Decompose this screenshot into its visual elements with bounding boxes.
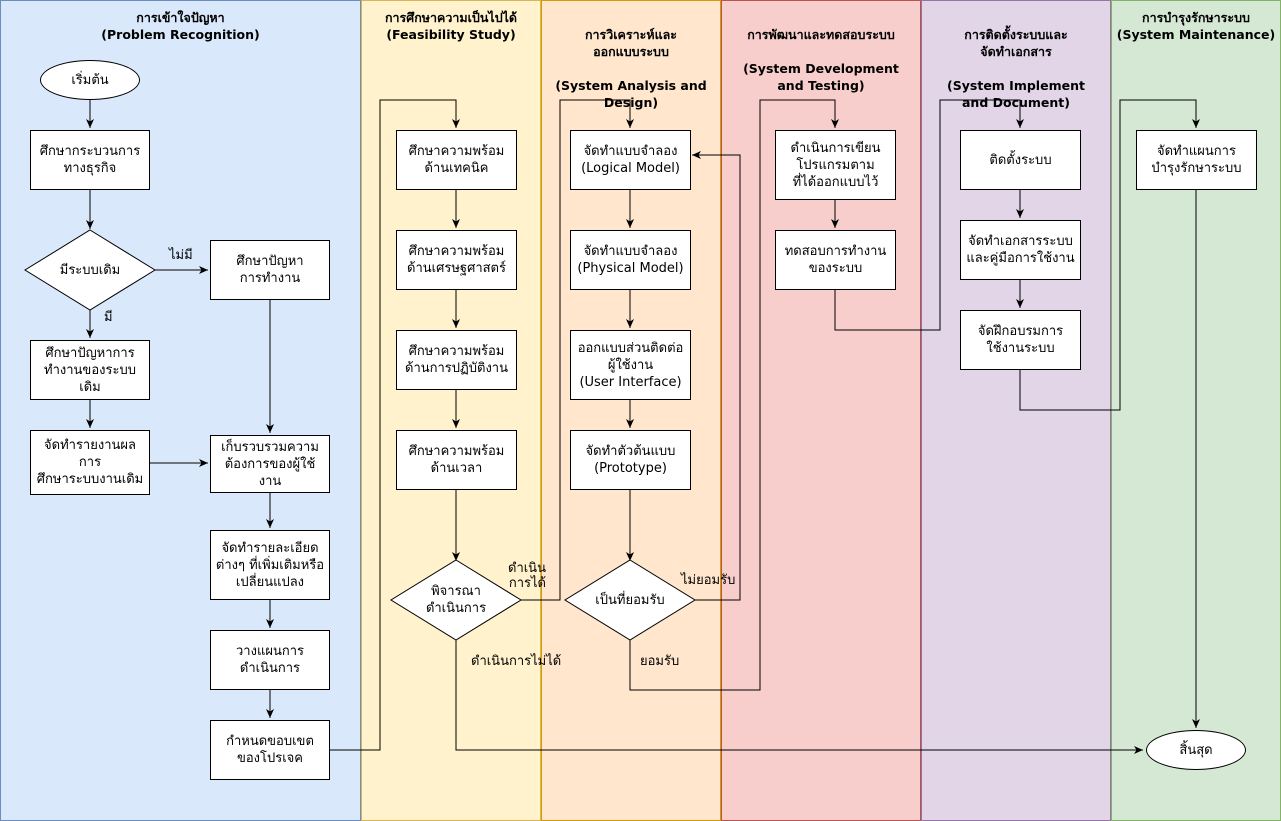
end-terminal: สิ้นสุด bbox=[1146, 730, 1246, 770]
process-report-old: จัดทำรายงานผลการ ศึกษาระบบงานเดิม bbox=[30, 430, 150, 495]
edge-scope-to-tech bbox=[330, 99, 460, 751]
edge-not-feasible bbox=[455, 640, 1143, 754]
lane-title-en: (System Analysis and Design) bbox=[555, 78, 707, 110]
end-label: สิ้นสุด bbox=[1179, 742, 1213, 758]
edge-not-accepted bbox=[692, 151, 741, 601]
edge-feasible bbox=[521, 99, 634, 601]
process-test-system: ทดสอบการทำงาน ของระบบ bbox=[775, 230, 896, 290]
lane-title: การบำรุงรักษาระบบ (System Maintenance) bbox=[1112, 9, 1280, 43]
edge-label-feasible: ดำเนิน การได้ bbox=[508, 561, 546, 591]
process-label: ศึกษาความพร้อม ด้านการปฏิบัติงาน bbox=[405, 344, 508, 376]
process-physical-model: จัดทำแบบจำลอง (Physical Model) bbox=[570, 230, 691, 290]
process-label: ดำเนินการเขียน โปรแกรมตาม ที่ได้ออกแบบไว… bbox=[790, 140, 881, 190]
lane-title-th: การเข้าใจปัญหา bbox=[136, 10, 225, 25]
decision-consider: พิจารณา ดำเนินการ bbox=[391, 560, 521, 640]
decision-accepted: เป็นที่ยอมรับ bbox=[565, 560, 695, 640]
start-label: เริ่มต้น bbox=[71, 72, 109, 88]
process-prototype: จัดทำตัวต้นแบบ (Prototype) bbox=[570, 430, 691, 490]
lane-title: การศึกษาความเป็นไปได้ (Feasibility Study… bbox=[362, 9, 540, 43]
decision-has-system-shape bbox=[24, 229, 156, 311]
process-label: ทดสอบการทำงาน ของระบบ bbox=[784, 244, 887, 276]
process-label: เก็บรวบรวมความ ต้องการของผู้ใช้งาน bbox=[221, 439, 319, 489]
process-label: จัดทำรายละเอียด ต่างๆ ที่เพิ่มเติมหรือ เ… bbox=[215, 540, 325, 590]
process-label: จัดฝึกอบรมการ ใช้งานระบบ bbox=[977, 324, 1064, 356]
process-logical-model: จัดทำแบบจำลอง (Logical Model) bbox=[570, 130, 691, 190]
process-plan: วางแผนการ ดำเนินการ bbox=[210, 630, 330, 690]
lane-title-th: การพัฒนาและทดสอบระบบ bbox=[747, 27, 895, 42]
decision-consider-shape bbox=[390, 559, 522, 641]
edge-training-to-maint bbox=[1019, 99, 1200, 411]
process-time-readiness: ศึกษาความพร้อม ด้านเวลา bbox=[396, 430, 517, 490]
lane-title: การวิเคราะห์และ ออกแบบระบบ (System Analy… bbox=[542, 9, 720, 128]
lane-title-en: (Feasibility Study) bbox=[386, 27, 516, 42]
process-collect-requirements: เก็บรวบรวมความ ต้องการของผู้ใช้งาน bbox=[210, 435, 330, 493]
process-label: จัดทำรายงานผลการ ศึกษาระบบงานเดิม bbox=[36, 438, 144, 487]
process-label: กำหนดขอบเขต ของโปรเจค bbox=[226, 734, 314, 766]
process-label: จัดทำแบบจำลอง (Physical Model) bbox=[577, 244, 684, 276]
decision-label: พิจารณา ดำเนินการ bbox=[425, 584, 487, 616]
process-study-old-problem: ศึกษาปัญหาการ ทำงานของระบบเดิม bbox=[30, 340, 150, 400]
lane-title-en: (Problem Recognition) bbox=[101, 27, 260, 42]
process-training: จัดฝึกอบรมการ ใช้งานระบบ bbox=[960, 310, 1081, 370]
decision-has-system: มีระบบเดิม bbox=[25, 230, 155, 310]
process-label: ศึกษาความพร้อม ด้านเวลา bbox=[408, 444, 505, 476]
edge-accepted bbox=[629, 99, 839, 691]
process-maintenance-plan: จัดทำแผนการ บำรุงรักษาระบบ bbox=[1136, 130, 1257, 190]
lane-title-th: การศึกษาความเป็นไปได้ bbox=[384, 10, 518, 25]
process-docs: จัดทำเอกสารระบบ และคู่มือการใช้งาน bbox=[960, 220, 1081, 280]
process-detail-changes: จัดทำรายละเอียด ต่างๆ ที่เพิ่มเติมหรือ เ… bbox=[210, 530, 330, 600]
process-study-business: ศึกษากระบวนการ ทางธุรกิจ bbox=[30, 130, 150, 190]
lane-title-th: การติดตั้งระบบและ จัดทำเอกสาร bbox=[964, 27, 1068, 59]
process-label: ศึกษากระบวนการ ทางธุรกิจ bbox=[39, 144, 141, 176]
lane-title-en: (System Maintenance) bbox=[1116, 27, 1276, 42]
edge-test-to-install bbox=[834, 99, 1024, 331]
process-label: ศึกษาปัญหาการ ทำงานของระบบเดิม bbox=[44, 345, 136, 395]
process-tech-readiness: ศึกษาความพร้อม ด้านเทคนิค bbox=[396, 130, 517, 190]
lane-title: การติดตั้งระบบและ จัดทำเอกสาร (System Im… bbox=[922, 9, 1110, 128]
process-label: ศึกษาความพร้อม ด้านเทคนิค bbox=[408, 144, 505, 176]
process-write-program: ดำเนินการเขียน โปรแกรมตาม ที่ได้ออกแบบไว… bbox=[775, 130, 896, 200]
process-install: ติดตั้งระบบ bbox=[960, 130, 1081, 190]
process-study-work-problem: ศึกษาปัญหา การทำงาน bbox=[210, 240, 330, 300]
lane-title-th: การบำรุงรักษาระบบ bbox=[1142, 10, 1250, 25]
edge-label-no-system: ไม่มี bbox=[169, 248, 193, 263]
process-label: จัดทำแบบจำลอง (Logical Model) bbox=[581, 144, 680, 176]
process-label: จัดทำแผนการ บำรุงรักษาระบบ bbox=[1151, 144, 1242, 176]
process-scope: กำหนดขอบเขต ของโปรเจค bbox=[210, 720, 330, 780]
lane-title-th: การวิเคราะห์และ ออกแบบระบบ bbox=[584, 27, 678, 59]
process-label: จัดทำตัวต้นแบบ (Prototype) bbox=[585, 444, 676, 476]
decision-accepted-shape bbox=[564, 559, 696, 641]
start-terminal: เริ่มต้น bbox=[40, 60, 140, 100]
process-label: ศึกษาปัญหา การทำงาน bbox=[236, 254, 304, 286]
edge-label-not-accepted: ไม่ยอมรับ bbox=[681, 573, 736, 588]
lane-title: การพัฒนาและทดสอบระบบ (System Development… bbox=[722, 9, 920, 111]
process-label: ออกแบบส่วนติดต่อ ผู้ใช้งาน (User Interfa… bbox=[577, 340, 684, 390]
decision-label: มีระบบเดิม bbox=[59, 262, 121, 278]
process-econ-readiness: ศึกษาความพร้อม ด้านเศรษฐศาสตร์ bbox=[396, 230, 517, 290]
process-ops-readiness: ศึกษาความพร้อม ด้านการปฏิบัติงาน bbox=[396, 330, 517, 390]
lane-title: การเข้าใจปัญหา (Problem Recognition) bbox=[1, 9, 360, 43]
edge-label-accepted: ยอมรับ bbox=[640, 654, 680, 669]
process-label: ติดตั้งระบบ bbox=[989, 152, 1052, 168]
edge-label-not-feasible: ดำเนินการไม่ได้ bbox=[471, 654, 562, 669]
process-label: จัดทำเอกสารระบบ และคู่มือการใช้งาน bbox=[966, 234, 1075, 266]
process-label: วางแผนการ ดำเนินการ bbox=[236, 644, 304, 676]
process-label: ศึกษาความพร้อม ด้านเศรษฐศาสตร์ bbox=[407, 244, 506, 276]
process-ui-design: ออกแบบส่วนติดต่อ ผู้ใช้งาน (User Interfa… bbox=[570, 330, 691, 400]
lane-title-en: (System Development and Testing) bbox=[743, 61, 899, 93]
decision-label: เป็นที่ยอมรับ bbox=[595, 592, 665, 608]
lane-title-en: (System Implement and Document) bbox=[947, 78, 1085, 110]
edge-label-has-system: มี bbox=[104, 310, 113, 325]
